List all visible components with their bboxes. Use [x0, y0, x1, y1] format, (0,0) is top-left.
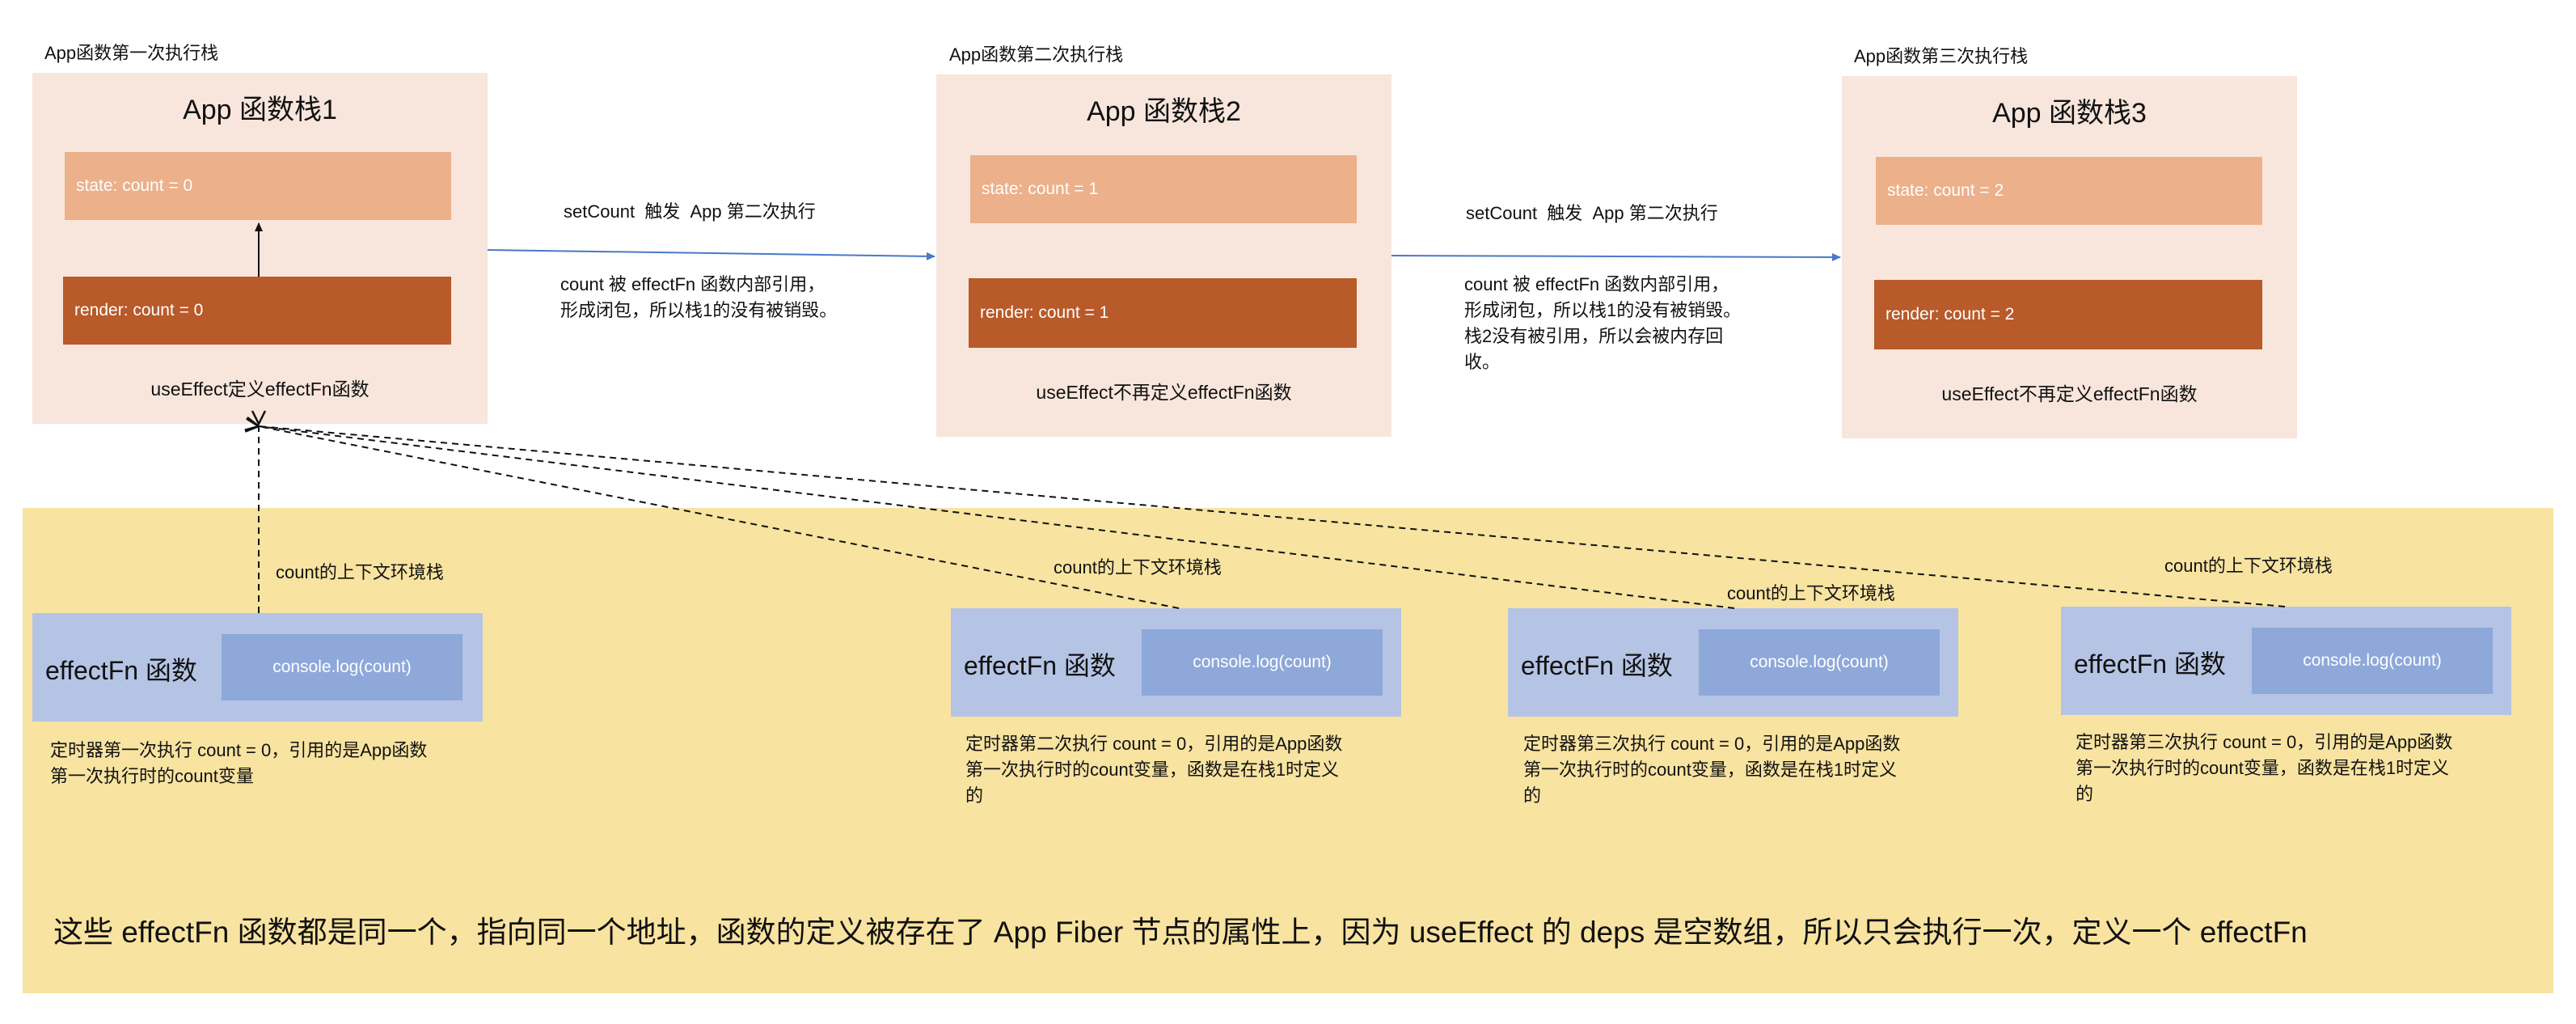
timer-note-line: 的 — [2076, 784, 2094, 804]
transition-2-note-line: count 被 effectFn 函数内部引用， — [1464, 274, 1729, 294]
stack-3-caption: App函数第三次执行栈 — [1854, 46, 2029, 66]
stack-3-effect-note: useEffect不再定义effectFn函数 — [1941, 383, 2198, 404]
stack-3-title: App 函数栈3 — [1992, 98, 2147, 129]
transition-2-trigger: setCount 触发 App 第二次执行 — [1466, 203, 1718, 223]
stack-2-title: App 函数栈2 — [1087, 96, 1241, 127]
effectfn-4-context-label: count的上下文环境栈 — [2164, 556, 2333, 576]
effectfn-1-title: effectFn 函数 — [45, 656, 197, 685]
transition-1-note-line: count 被 effectFn 函数内部引用， — [560, 274, 826, 294]
app-stack-1: App 函数栈1 state: count = 0 render: count … — [32, 73, 488, 424]
timer-note-line: 第一次执行时的count变量，函数是在栈1时定义 — [1523, 760, 1898, 780]
timer-note-line: 第一次执行时的count变量 — [50, 766, 254, 786]
stack-2-render: render: count = 1 — [969, 278, 1357, 348]
effectfn-4-title: effectFn 函数 — [2074, 650, 2226, 679]
timer-note-line: 定时器第三次执行 count = 0，引用的是App函数 — [2076, 732, 2453, 752]
stack2-to-stack3-arrow — [1391, 252, 1841, 261]
timer-note-line: 第一次执行时的count变量，函数是在栈1时定义 — [965, 760, 1340, 780]
effectfn-box-3: effectFn 函数 console.log(count) — [1508, 608, 1958, 717]
stack-3-state: state: count = 2 — [1876, 157, 2262, 225]
effectfn-box-4: effectFn 函数 console.log(count) — [2061, 607, 2511, 715]
transition-1-note-line: 形成闭包，所以栈1的没有被销毁。 — [560, 300, 838, 320]
effectfn-1-console: console.log(count) — [222, 634, 462, 700]
effectfn-1-context-label: count的上下文环境栈 — [276, 562, 444, 582]
stack-2-caption: App函数第二次执行栈 — [949, 44, 1124, 65]
summary-text: 这些 effectFn 函数都是同一个，指向同一个地址，函数的定义被存在了 Ap… — [53, 916, 2308, 949]
stack-1-render: render: count = 0 — [63, 277, 451, 345]
effectfn-3-context-label: count的上下文环境栈 — [1727, 583, 1895, 603]
transition-2-note-line: 形成闭包，所以栈1的没有被销毁。 — [1464, 300, 1742, 320]
transition-2-note-line: 栈2没有被引用，所以会被内存回 — [1464, 326, 1724, 346]
effectfn-3-title: effectFn 函数 — [1521, 651, 1673, 680]
transition-2-note-line: 收。 — [1464, 352, 1501, 372]
timer-note-line: 定时器第一次执行 count = 0，引用的是App函数 — [50, 740, 428, 760]
stack1-to-stack2-arrow — [487, 249, 935, 260]
effectfn-1-timer-note: 定时器第一次执行 count = 0，引用的是App函数 第一次执行时的coun… — [50, 738, 427, 789]
effectfn-3-console: console.log(count) — [1699, 629, 1940, 696]
timer-note-line: 定时器第三次执行 count = 0，引用的是App函数 — [1523, 734, 1901, 754]
effectfn-2-timer-note: 定时器第二次执行 count = 0，引用的是App函数 第一次执行时的coun… — [965, 731, 1342, 809]
effectfn-box-2: effectFn 函数 console.log(count) — [951, 608, 1401, 717]
effectfn-box-1: effectFn 函数 console.log(count) — [32, 613, 483, 721]
effectfn-2-title: effectFn 函数 — [964, 651, 1116, 680]
stack-1-caption: App函数第一次执行栈 — [44, 43, 219, 63]
transition-1-trigger: setCount 触发 App 第二次执行 — [564, 201, 816, 222]
timer-note-line: 的 — [1523, 785, 1542, 806]
app-stack-3: App 函数栈3 state: count = 2 render: count … — [1842, 76, 2297, 438]
effectfn-4-timer-note: 定时器第三次执行 count = 0，引用的是App函数 第一次执行时的coun… — [2076, 730, 2452, 807]
timer-note-line: 的 — [965, 785, 984, 806]
stack-3-render: render: count = 2 — [1874, 280, 2262, 349]
stack-1-title: App 函数栈1 — [183, 95, 337, 125]
stack-1-state: state: count = 0 — [65, 152, 451, 220]
effectfn-2-context-label: count的上下文环境栈 — [1054, 557, 1222, 578]
stack-2-effect-note: useEffect不再定义effectFn函数 — [1036, 382, 1292, 403]
effectfn-2-console: console.log(count) — [1142, 629, 1383, 696]
app-stack-2: App 函数栈2 state: count = 1 render: count … — [936, 74, 1391, 437]
transition-2-note: count 被 effectFn 函数内部引用， 形成闭包，所以栈1的没有被销毁… — [1464, 272, 1741, 375]
timer-note-line: 定时器第二次执行 count = 0，引用的是App函数 — [965, 734, 1343, 754]
stack-1-effect-note: useEffect定义effectFn函数 — [150, 379, 370, 400]
stack-2-state: state: count = 1 — [970, 155, 1357, 223]
effectfn-4-console: console.log(count) — [2252, 628, 2493, 694]
effectfn-3-timer-note: 定时器第三次执行 count = 0，引用的是App函数 第一次执行时的coun… — [1523, 731, 1900, 809]
timer-note-line: 第一次执行时的count变量，函数是在栈1时定义 — [2076, 758, 2450, 778]
transition-1-note: count 被 effectFn 函数内部引用， 形成闭包，所以栈1的没有被销毁… — [560, 272, 837, 324]
